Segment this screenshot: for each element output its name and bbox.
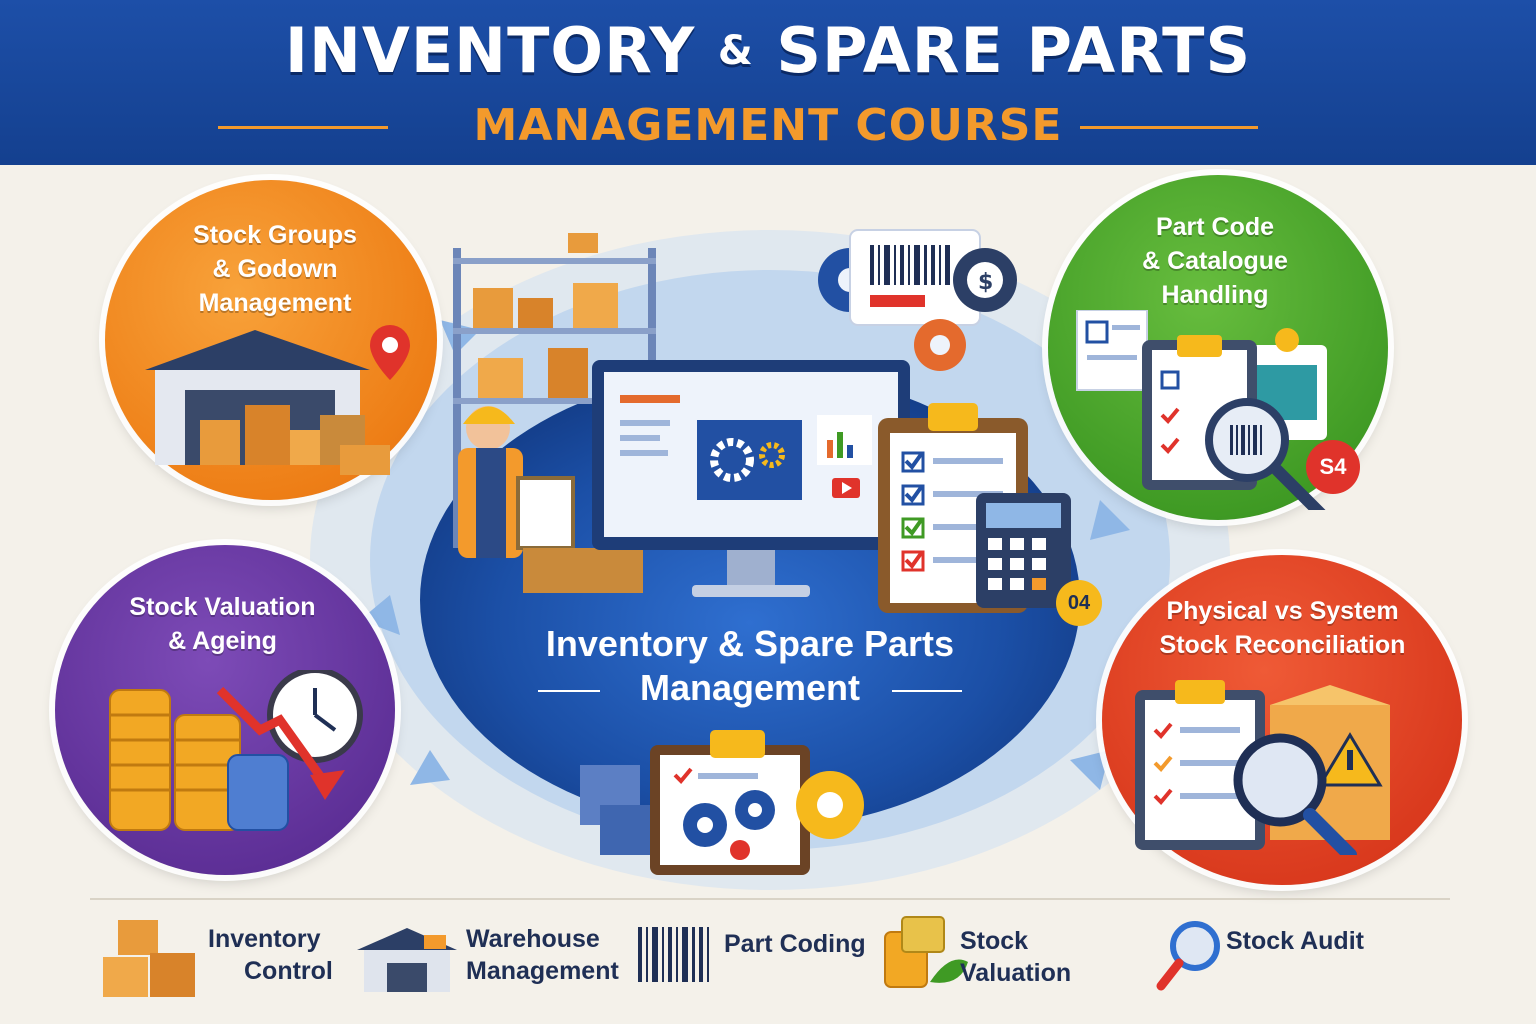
planning-clipboard-illustration xyxy=(580,730,864,875)
cycle-arrow-icon xyxy=(360,595,400,635)
legend-label-line: Warehouse xyxy=(466,925,600,953)
legend-label-line: Management xyxy=(466,957,619,985)
center-title-line1: Inventory & Spare Parts xyxy=(545,623,955,664)
legend-stock-audit: Stock Audit xyxy=(1226,925,1376,957)
legend-label-line: Stock Audit xyxy=(1226,927,1364,955)
warehouse-icon xyxy=(145,325,410,475)
title-part1: INVENTORY xyxy=(284,14,696,87)
legend-label-line: Inventory xyxy=(208,925,321,953)
module-label-line: Management xyxy=(198,289,352,317)
cycle-arrow-icon xyxy=(1090,500,1130,540)
legend-label-line: Control xyxy=(244,957,333,985)
legend-divider xyxy=(90,898,1450,900)
reconciliation-audit-icon xyxy=(1135,680,1390,855)
legend-label-line: Stock Valuation xyxy=(960,927,1072,987)
center-rule-right xyxy=(892,690,962,692)
module-part-code-badge: S4 xyxy=(1306,440,1360,494)
module-label-line: Stock Reconciliation xyxy=(1159,631,1406,659)
center-badge: 04 xyxy=(1056,580,1102,626)
barcode-icon xyxy=(638,927,709,982)
module-label-line: & Ageing xyxy=(168,627,277,655)
module-label-line: & Catalogue xyxy=(1142,247,1288,275)
subtitle-rule-left xyxy=(218,126,388,129)
page-title: INVENTORY & SPARE PARTS xyxy=(0,14,1536,87)
legend-label-line: Part Coding xyxy=(724,930,866,958)
module-label-line: & Godown xyxy=(212,255,338,283)
subtitle-rule-right xyxy=(1080,126,1258,129)
module-label-line: Handling xyxy=(1161,281,1269,309)
monitor-illustration xyxy=(592,360,910,597)
legend-inventory-control: Inventory Control xyxy=(208,923,338,987)
module-stock-reconciliation-label: Physical vs System Stock Reconciliation xyxy=(1130,594,1435,662)
page-subtitle: MANAGEMENT COURSE xyxy=(473,100,1063,151)
cycle-arrow-icon xyxy=(1070,750,1110,790)
subtitle-row: MANAGEMENT COURSE xyxy=(0,100,1536,160)
module-label-line: Stock Groups xyxy=(193,221,357,249)
center-title-line2: Management xyxy=(639,667,861,708)
checklist-calculator-illustration xyxy=(878,403,1071,613)
coins-icon xyxy=(884,916,968,988)
module-label-line: Part Code xyxy=(1155,213,1275,241)
title-ampersand: & xyxy=(717,28,754,74)
module-label-line: Stock Valuation xyxy=(129,593,316,621)
magnifier-icon xyxy=(1156,921,1220,991)
shelf-worker-illustration xyxy=(453,233,656,593)
module-stock-valuation-label: Stock Valuation & Ageing xyxy=(90,590,355,658)
catalogue-clipboard-icon xyxy=(1076,310,1327,510)
header-banner: INVENTORY & SPARE PARTS MANAGEMENT COURS… xyxy=(0,0,1536,165)
legend-part-coding: Part Coding xyxy=(724,928,869,960)
module-stock-groups-label: Stock Groups & Godown Management xyxy=(150,218,400,320)
svg-text:$: $ xyxy=(978,270,993,295)
boxes-icon xyxy=(103,920,195,997)
legend-stock-valuation: Stock Valuation xyxy=(960,925,1145,989)
legend-warehouse-management: Warehouse Management xyxy=(466,923,626,987)
center-rule-left xyxy=(538,690,600,692)
module-part-code-label: Part Code & Catalogue Handling xyxy=(1090,210,1340,312)
barcode-gears-illustration: $ xyxy=(818,229,1017,371)
cycle-arrow-icon xyxy=(410,750,450,785)
warehouse-icon xyxy=(357,928,457,992)
module-label-line: Physical vs System xyxy=(1166,597,1399,625)
center-title: Inventory & Spare Parts Management xyxy=(470,622,1030,710)
title-part2: SPARE PARTS xyxy=(776,14,1252,87)
coins-clock-icon xyxy=(109,670,363,831)
